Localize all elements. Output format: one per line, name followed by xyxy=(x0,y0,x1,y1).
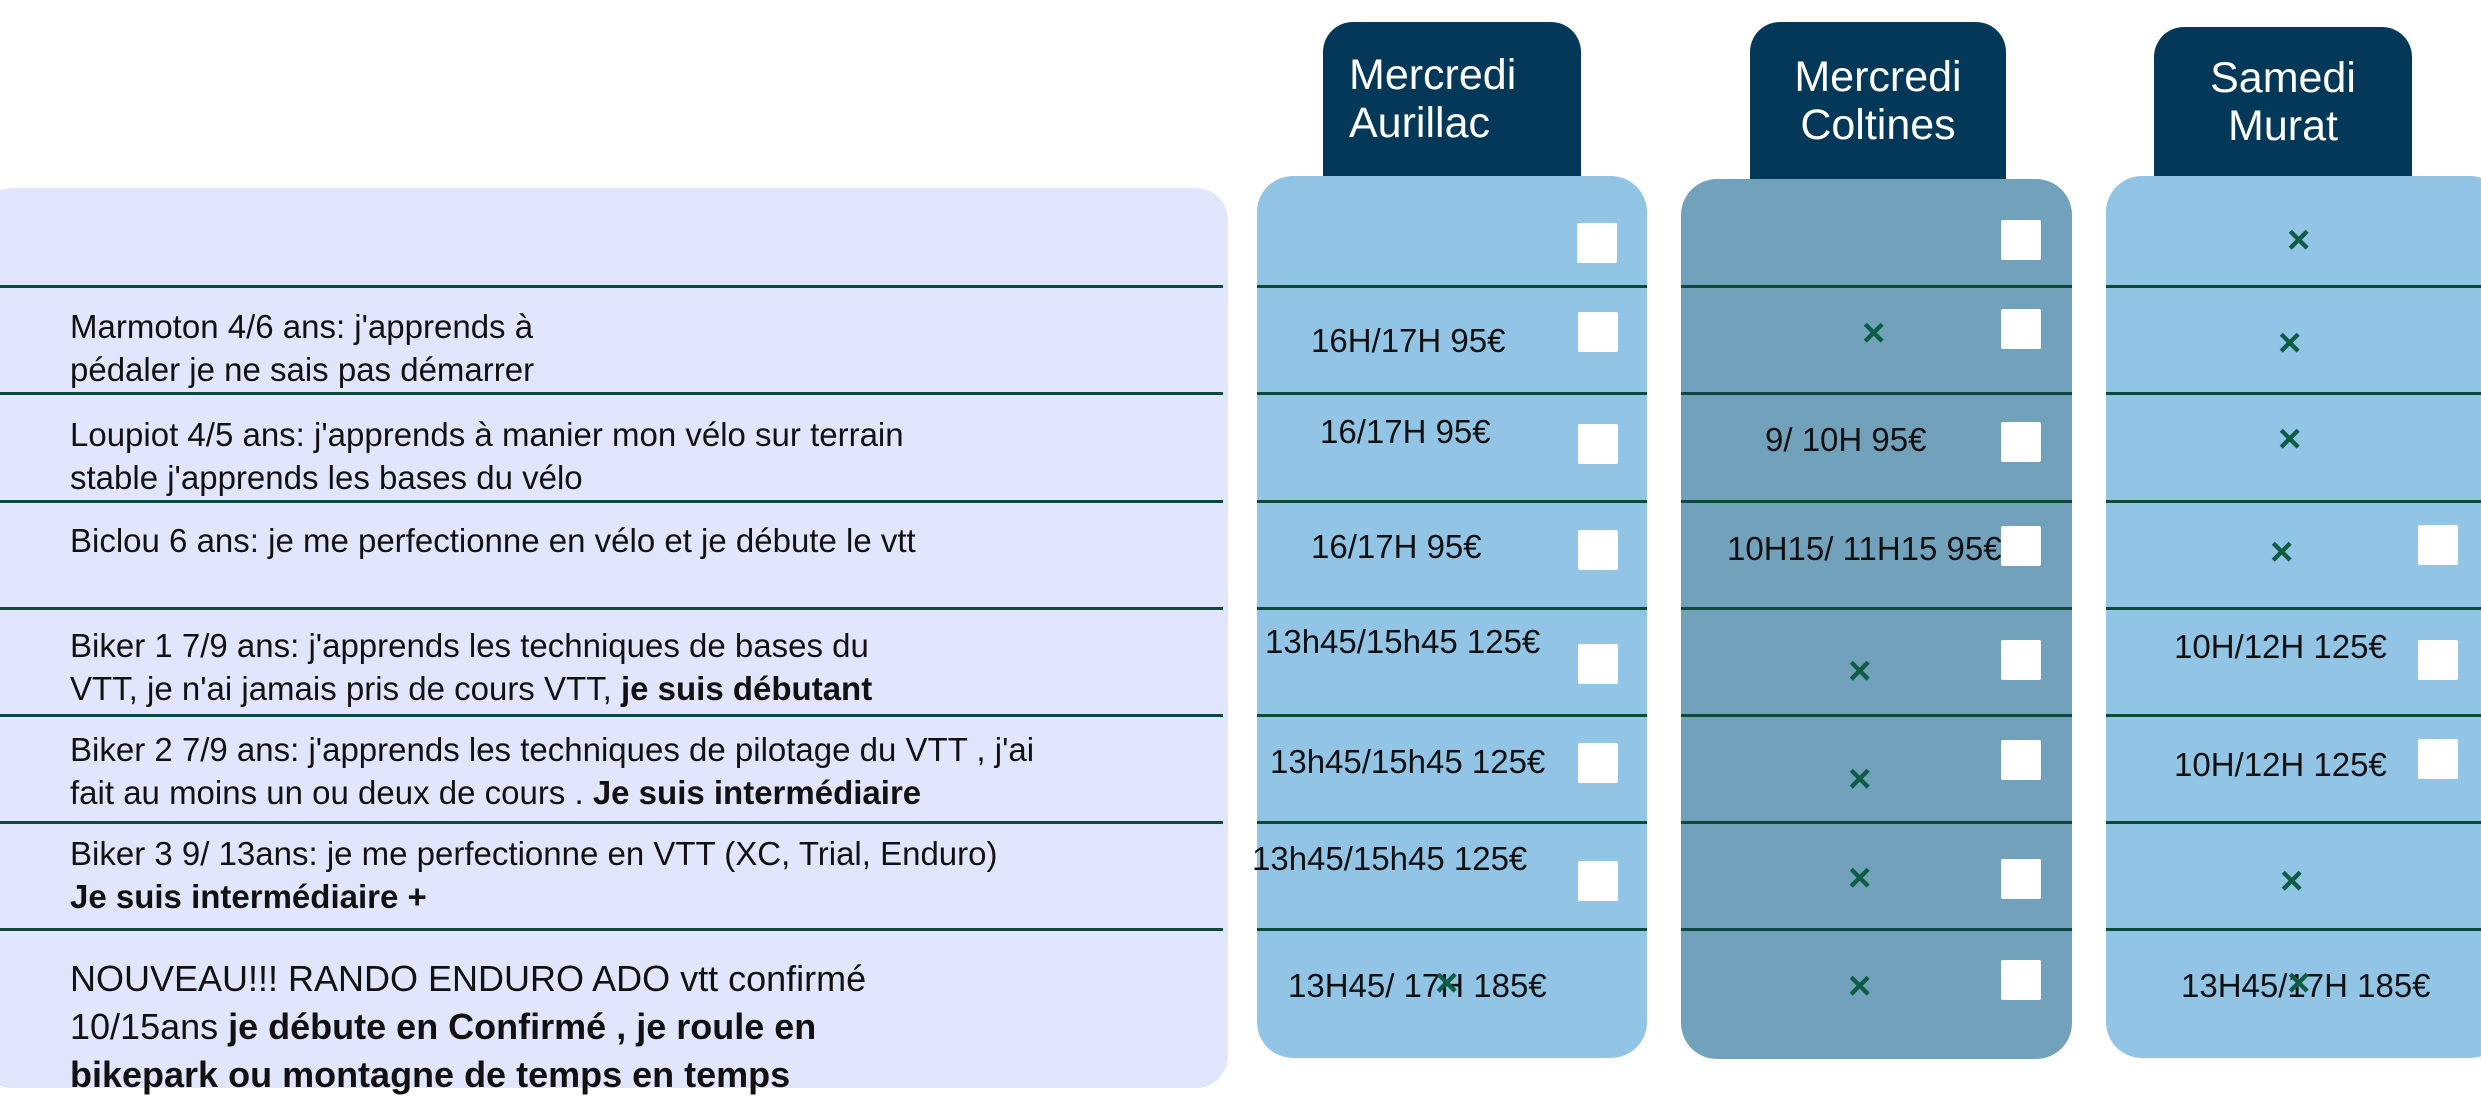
row-divider xyxy=(2106,928,2481,931)
checkbox-coltines-loupiot[interactable] xyxy=(2001,422,2041,462)
checkbox-aurillac-loupiot[interactable] xyxy=(1578,424,1618,464)
row-divider xyxy=(2106,392,2481,395)
cross-mark-icon: × xyxy=(2287,218,2311,262)
checkbox-aurillac-biclou[interactable] xyxy=(1578,530,1618,570)
row-divider xyxy=(1681,821,2072,824)
price-aurillac-rando: 13H45/ 17H 185€ xyxy=(1288,967,1547,1004)
cross-mark-icon: × xyxy=(2280,859,2304,903)
checkbox-coltines-biker-1[interactable] xyxy=(2001,640,2041,680)
row-divider xyxy=(1257,285,1647,288)
cross-mark-icon: × xyxy=(1848,856,1872,900)
row-divider xyxy=(0,714,1223,717)
row-description-loupiot: Loupiot 4/5 ans: j'apprends à manier mon… xyxy=(70,416,904,496)
checkbox-murat-biker-1[interactable] xyxy=(2418,640,2458,680)
column-murat-panel xyxy=(2106,176,2481,1058)
row-divider xyxy=(1681,500,2072,503)
header-aurillac: Mercredi Aurillac xyxy=(1323,22,1581,176)
cross-mark-icon: × xyxy=(1848,964,1872,1008)
row-divider xyxy=(0,928,1223,931)
checkbox-murat-biker-2[interactable] xyxy=(2418,739,2458,779)
row-divider xyxy=(1681,714,2072,717)
row-divider xyxy=(0,392,1223,395)
header-murat-town: Murat xyxy=(2228,101,2338,150)
row-divider xyxy=(1257,392,1647,395)
cross-mark-icon: × xyxy=(1848,757,1872,801)
cross-mark-icon: × xyxy=(1435,961,1459,1005)
row-divider xyxy=(2106,607,2481,610)
header-murat: Samedi Murat xyxy=(2154,27,2412,176)
checkbox-aurillac-biker-2[interactable] xyxy=(1578,743,1618,783)
row-description-biker-1: Biker 1 7/9 ans: j'apprends les techniqu… xyxy=(70,627,873,707)
row-divider xyxy=(0,821,1223,824)
price-aurillac-biclou: 16/17H 95€ xyxy=(1311,528,1482,565)
row-divider xyxy=(1257,714,1647,717)
row-divider xyxy=(0,607,1223,610)
checkbox-aurillac-biker-3[interactable] xyxy=(1578,861,1618,901)
checkbox-coltines-biclou[interactable] xyxy=(2001,526,2041,566)
row-divider xyxy=(1681,392,2072,395)
checkbox-aurillac-marmoton[interactable] xyxy=(1578,312,1618,352)
header-coltines: Mercredi Coltines xyxy=(1750,22,2006,179)
price-aurillac-marmoton: 16H/17H 95€ xyxy=(1311,322,1506,359)
row-description-marmoton: Marmoton 4/6 ans: j'apprends à pédaler j… xyxy=(70,308,535,388)
row-description-biker-2: Biker 2 7/9 ans: j'apprends les techniqu… xyxy=(70,731,1035,811)
description-panel xyxy=(0,188,1228,1088)
checkbox-coltines-biker-2[interactable] xyxy=(2001,740,2041,780)
row-divider xyxy=(2106,500,2481,503)
checkbox-aurillac-header[interactable] xyxy=(1577,223,1617,263)
price-coltines-loupiot: 9/ 10H 95€ xyxy=(1765,421,1927,458)
cross-mark-icon: × xyxy=(1862,311,1886,355)
header-coltines-day: Mercredi xyxy=(1794,52,1962,101)
header-coltines-town: Coltines xyxy=(1800,100,1956,149)
row-divider xyxy=(2106,821,2481,824)
row-divider xyxy=(1681,607,2072,610)
checkbox-coltines-header[interactable] xyxy=(2001,220,2041,260)
row-description-biclou: Biclou 6 ans: je me perfectionne en vélo… xyxy=(70,522,916,559)
price-murat-biker-1: 10H/12H 125€ xyxy=(2174,628,2387,665)
row-divider xyxy=(1257,821,1647,824)
checkbox-murat-biclou[interactable] xyxy=(2418,525,2458,565)
row-divider xyxy=(1257,607,1647,610)
row-divider xyxy=(1681,928,2072,931)
cross-mark-icon: × xyxy=(2278,321,2302,365)
row-divider xyxy=(1257,928,1647,931)
cross-mark-icon: × xyxy=(2287,961,2311,1005)
row-divider xyxy=(2106,285,2481,288)
header-murat-day: Samedi xyxy=(2210,53,2356,102)
column-aurillac-panel xyxy=(1257,176,1647,1058)
price-coltines-biclou: 10H15/ 11H15 95€ xyxy=(1727,530,2002,567)
row-description-biker-3: Biker 3 9/ 13ans: je me perfectionne en … xyxy=(70,835,998,915)
price-aurillac-biker-1: 13h45/15h45 125€ xyxy=(1265,623,1541,660)
header-aurillac-day: Mercredi xyxy=(1349,51,1517,99)
cross-mark-icon: × xyxy=(1848,649,1872,693)
cross-mark-icon: × xyxy=(2278,417,2302,461)
checkbox-aurillac-biker-1[interactable] xyxy=(1578,644,1618,684)
price-aurillac-biker-3: 13h45/15h45 125€ xyxy=(1252,840,1528,877)
checkbox-coltines-rando[interactable] xyxy=(2001,960,2041,1000)
row-divider xyxy=(0,285,1223,288)
row-divider xyxy=(1681,285,2072,288)
row-divider xyxy=(2106,714,2481,717)
price-aurillac-loupiot: 16/17H 95€ xyxy=(1320,413,1491,450)
row-divider xyxy=(1257,500,1647,503)
cross-mark-icon: × xyxy=(2270,530,2294,574)
price-aurillac-biker-2: 13h45/15h45 125€ xyxy=(1270,743,1546,780)
price-murat-rando: 13H45/17H 185€ xyxy=(2181,967,2431,1004)
header-aurillac-town: Aurillac xyxy=(1349,99,1490,147)
price-murat-biker-2: 10H/12H 125€ xyxy=(2174,746,2387,783)
row-description-rando-enduro: NOUVEAU!!! RANDO ENDURO ADO vtt confirmé… xyxy=(70,958,867,1095)
row-divider xyxy=(0,500,1223,503)
checkbox-coltines-marmoton[interactable] xyxy=(2001,309,2041,349)
checkbox-coltines-biker-3[interactable] xyxy=(2001,859,2041,899)
